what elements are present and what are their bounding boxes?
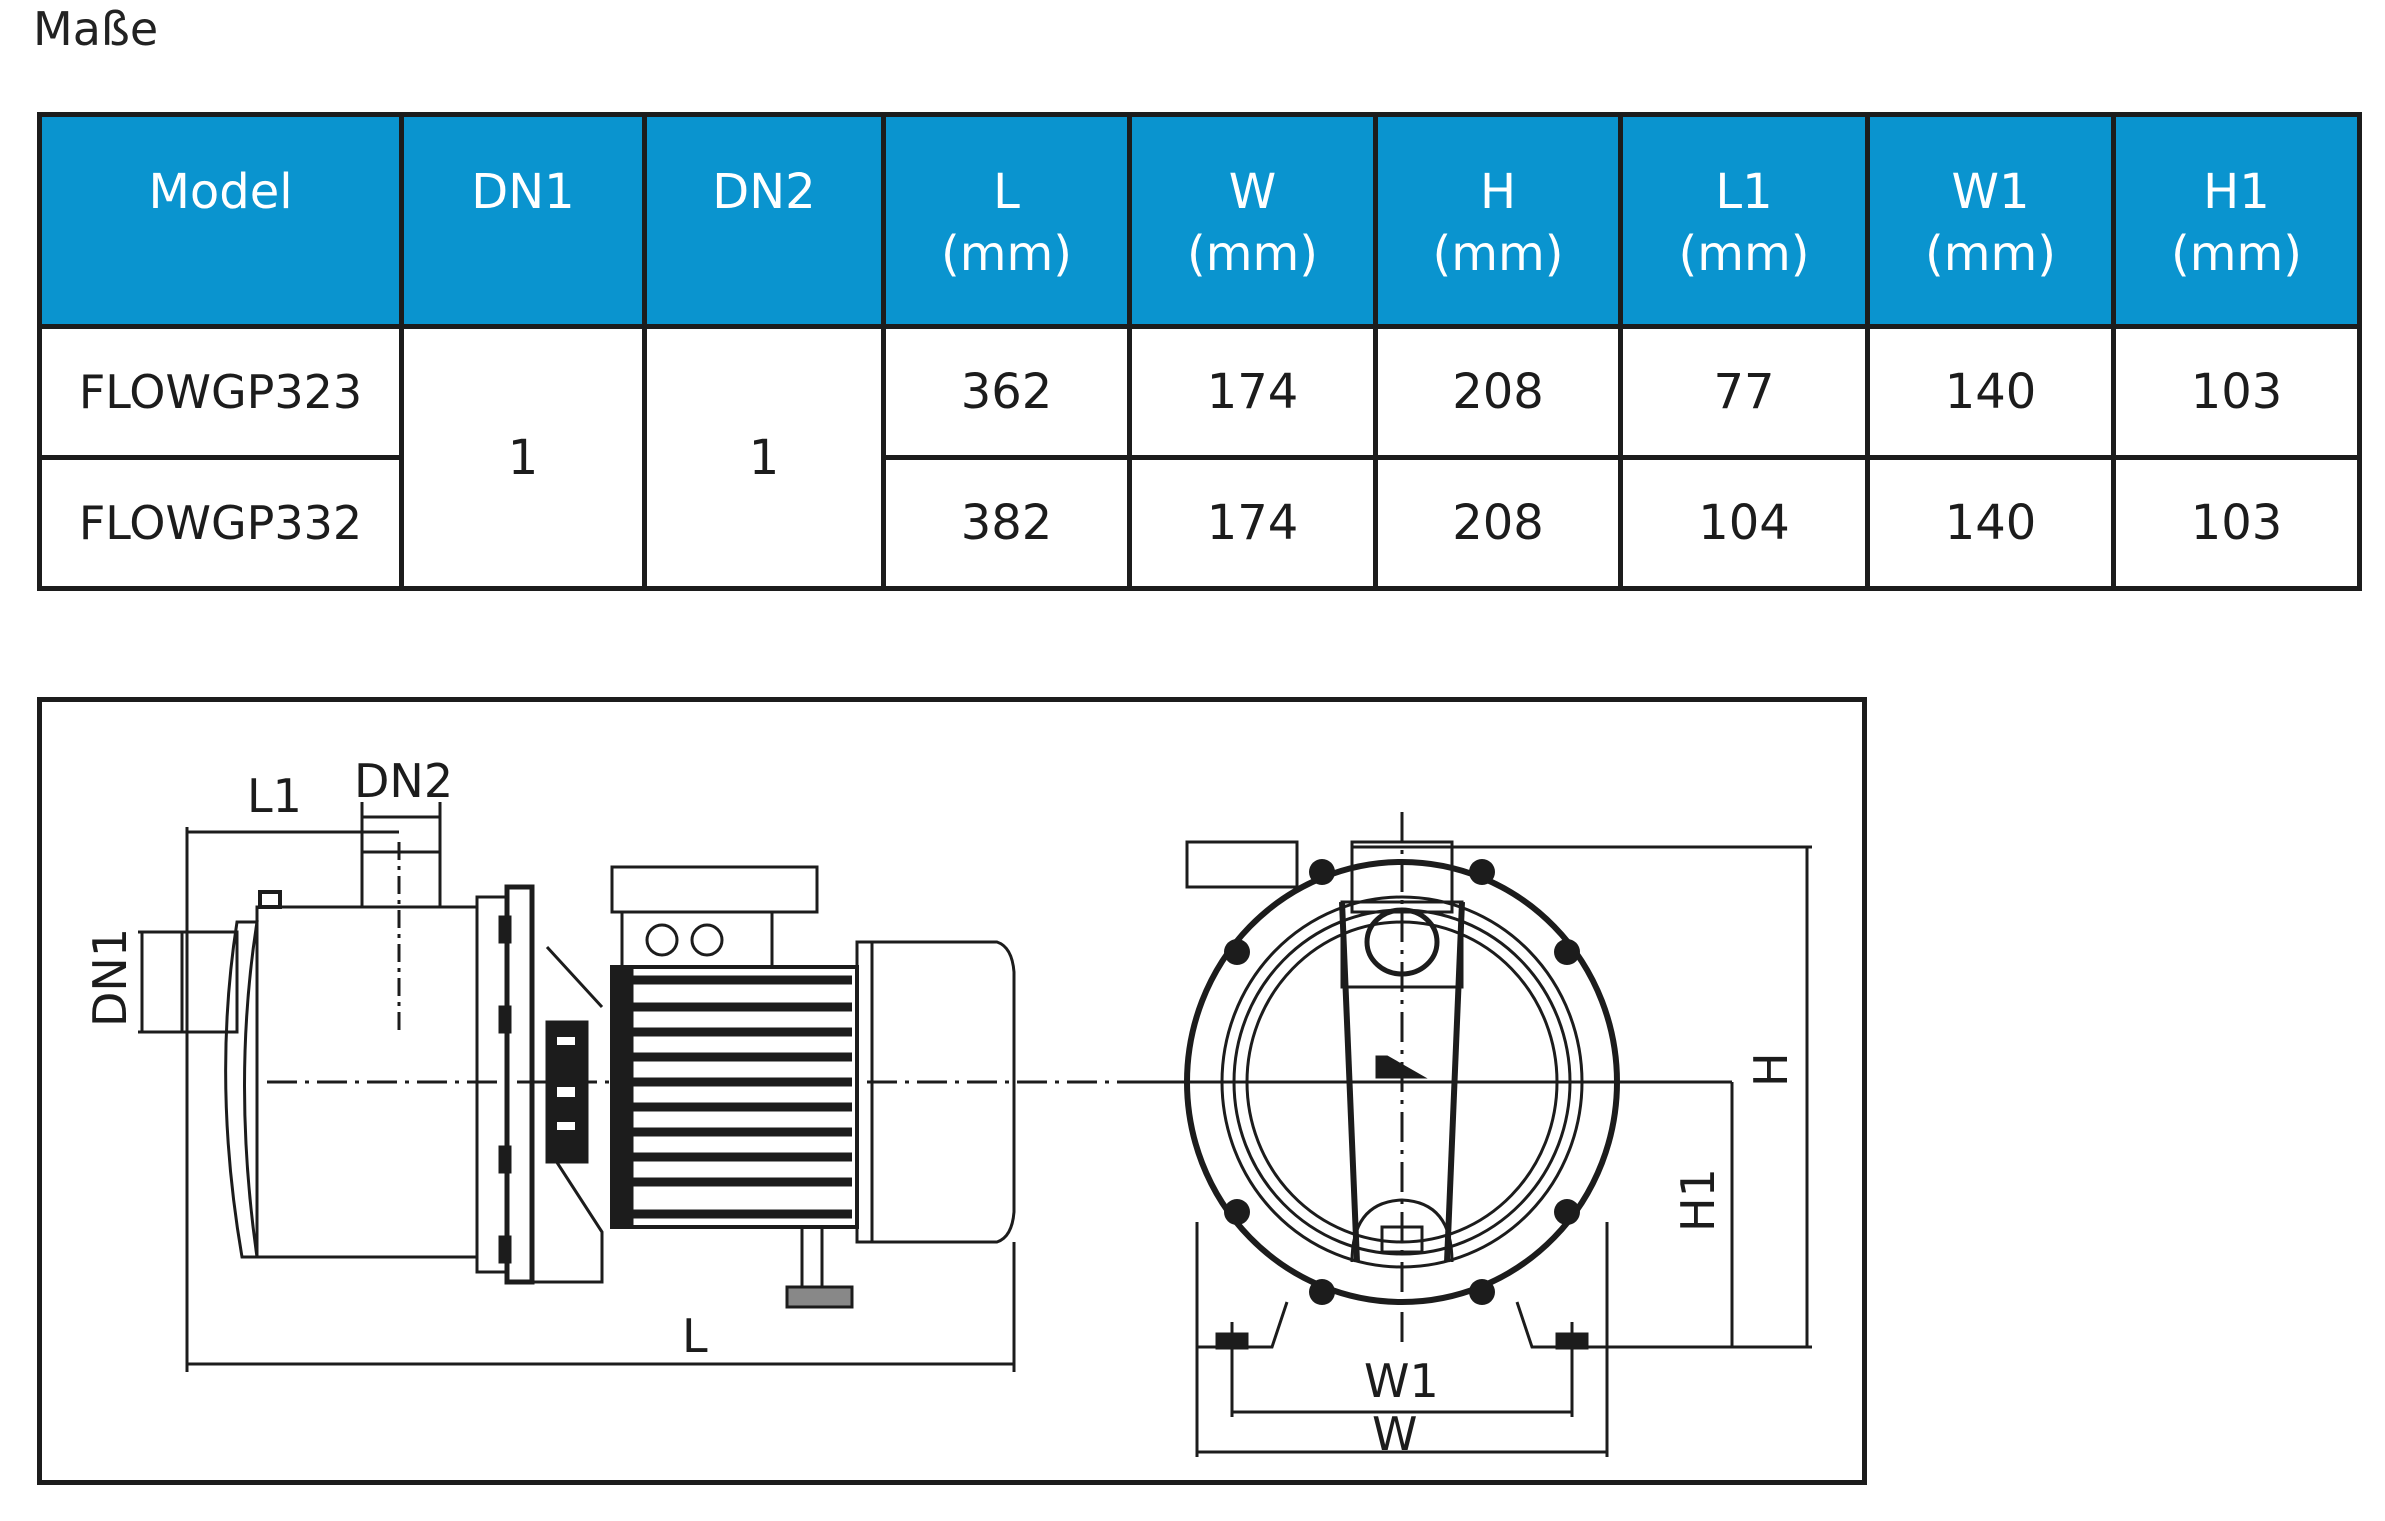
section-title: Maße <box>33 2 159 56</box>
header-unit: (mm) <box>2171 226 2302 282</box>
fan-cover <box>855 940 1016 1244</box>
cell-w1: 140 <box>1865 324 2116 460</box>
terminal-box <box>610 865 819 914</box>
cell-h1: 103 <box>2111 324 2362 460</box>
header-model: Model <box>37 112 404 329</box>
header-label: DN2 <box>712 164 816 220</box>
front-view <box>1132 812 1812 1457</box>
volute-housing <box>1184 859 1620 1305</box>
cell-h: 208 <box>1373 455 1623 591</box>
cell-dn1: 1 <box>399 324 647 591</box>
label-dn1: DN1 <box>83 928 137 1027</box>
header-label: L1 <box>1715 164 1773 220</box>
outlet-port <box>1364 907 1440 977</box>
drawing-canvas: L1 DN2 DN1 L H H1 W1 W <box>83 754 1812 1461</box>
label-w: W <box>1372 1407 1417 1461</box>
inlet-pipe <box>140 930 239 1034</box>
label-l: L <box>682 1309 708 1363</box>
header-label: H <box>1479 164 1517 220</box>
header-dn2: DN2 <box>642 112 886 329</box>
header-unit: (mm) <box>1187 226 1318 282</box>
cell-model: FLOWGP332 <box>37 455 404 591</box>
table-header-row: Model DN1 DN2 L (mm) W (mm) H (mm) L1 (mm) W… <box>37 112 2362 329</box>
bolts <box>1224 859 1580 1305</box>
label-w1: W1 <box>1364 1354 1439 1408</box>
cell-w: 174 <box>1127 324 1378 460</box>
header-unit: (mm) <box>941 226 1072 282</box>
header-label: W1 <box>1951 164 2030 220</box>
header-dn1: DN1 <box>399 112 647 329</box>
header-unit: (mm) <box>1432 226 1564 282</box>
pump-dimension-drawing: L1 DN2 DN1 L H H1 W1 W <box>37 697 1867 1485</box>
cell-w1: 140 <box>1865 455 2116 591</box>
cell-l1: 104 <box>1618 455 1870 591</box>
label-l1: L1 <box>247 769 302 823</box>
pump-cap <box>224 920 259 1259</box>
header-h1: H1 (mm) <box>2111 112 2362 329</box>
cooling-fins <box>622 975 852 1219</box>
header-unit: (mm) <box>1925 226 2056 282</box>
dimension-lines <box>138 802 1016 1372</box>
header-label: H1 <box>2203 164 2270 220</box>
header-w1: W1 (mm) <box>1865 112 2116 329</box>
cell-h: 208 <box>1373 324 1623 460</box>
dimensions-table: Model DN1 DN2 L (mm) W (mm) H (mm) L1 (mm) W… <box>37 112 2362 591</box>
cell-w: 174 <box>1127 455 1378 591</box>
cell-dn2: 1 <box>642 324 886 591</box>
header-label: W <box>1228 164 1277 220</box>
cell-l1: 77 <box>1618 324 1870 460</box>
header-h: H (mm) <box>1373 112 1623 329</box>
header-unit: (mm) <box>1678 226 1810 282</box>
header-l1: L1 (mm) <box>1618 112 1870 329</box>
header-label: Model <box>148 164 293 220</box>
cell-h1: 103 <box>2111 455 2362 591</box>
label-dn2: DN2 <box>354 754 453 808</box>
flange <box>504 884 535 1285</box>
front-dimension-lines <box>1195 845 1812 1457</box>
label-h1: H1 <box>1671 1168 1725 1232</box>
label-h: H <box>1744 1052 1798 1087</box>
header-l: L (mm) <box>881 112 1132 329</box>
outlet-pipe <box>360 815 442 909</box>
cell-l: 382 <box>881 455 1132 591</box>
header-w: W (mm) <box>1127 112 1378 329</box>
header-label: L <box>993 164 1020 220</box>
cell-model: FLOWGP323 <box>37 324 404 460</box>
header-label: DN1 <box>471 164 575 220</box>
cell-l: 362 <box>881 324 1132 460</box>
table-row: FLOWGP323 1 1 362 174 208 77 140 103 <box>37 324 2362 591</box>
table-row: FLOWGP332 382 174 208 104 140 103 <box>37 455 2362 591</box>
motor-foot <box>785 1285 854 1309</box>
side-view <box>138 802 1132 1372</box>
